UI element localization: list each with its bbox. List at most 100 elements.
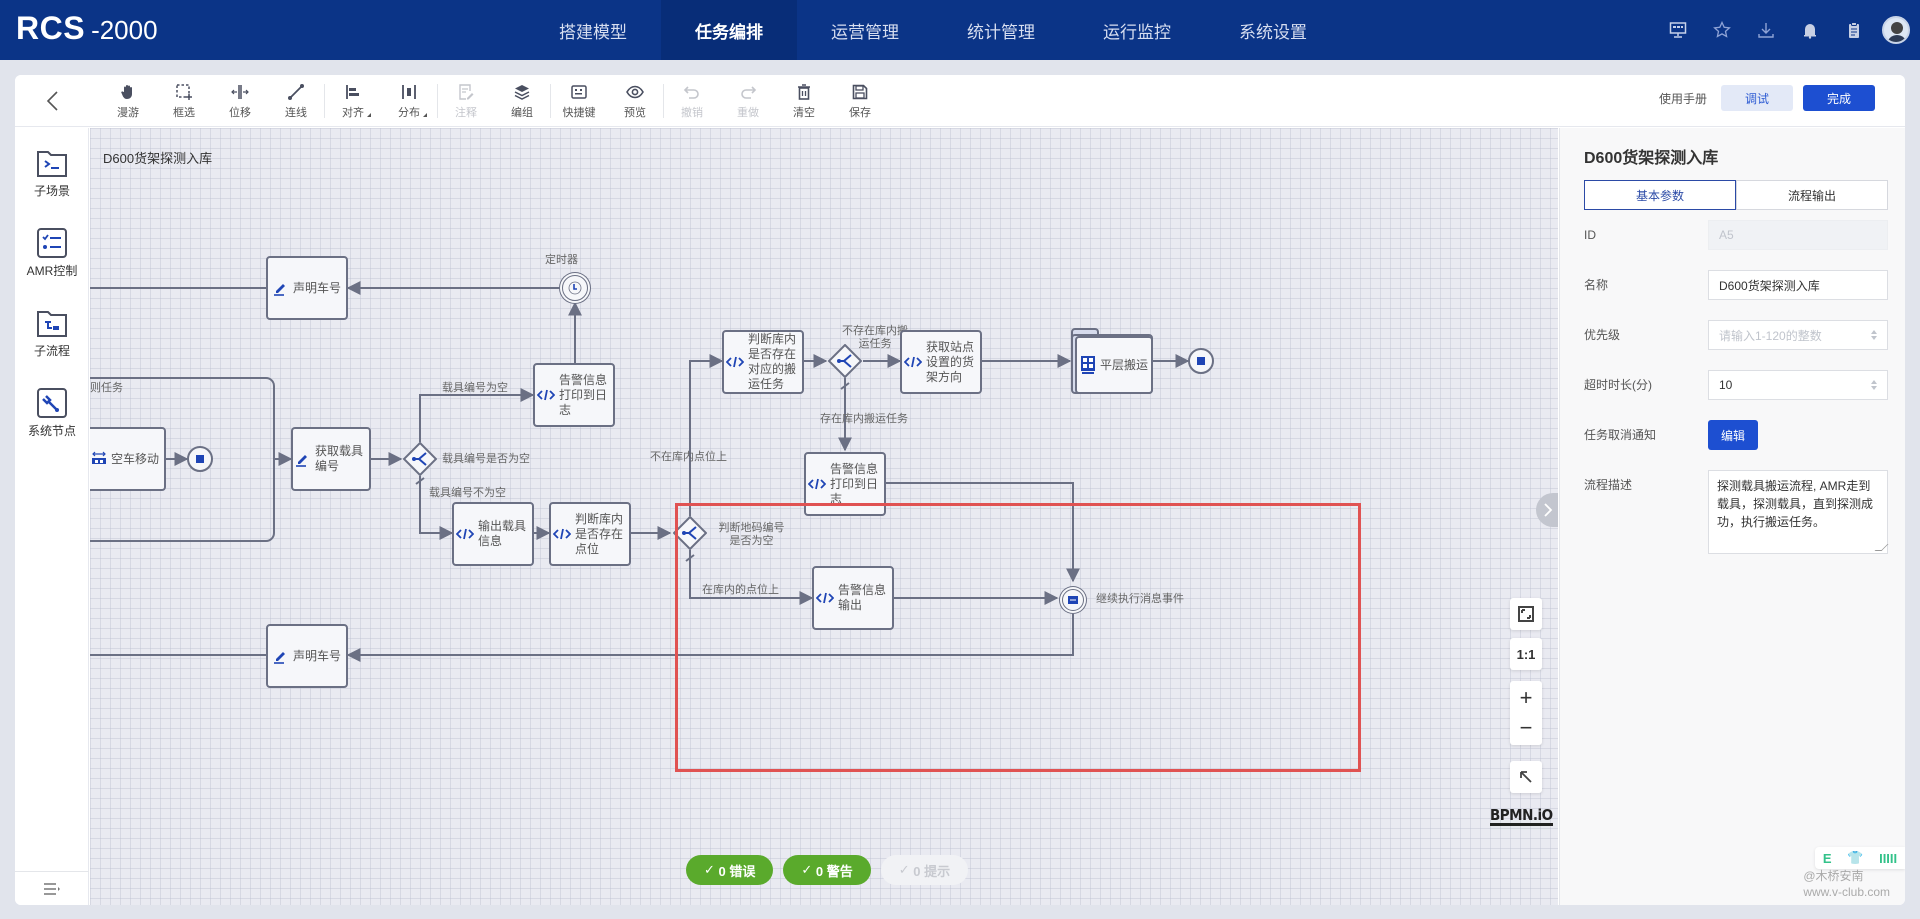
hints-count: 0 提示: [913, 863, 951, 879]
avatar[interactable]: [1882, 16, 1910, 44]
default-flow-marker: [685, 554, 695, 562]
timer-event[interactable]: [562, 275, 588, 301]
message-catch-event[interactable]: [1062, 589, 1084, 611]
gateway-carrier-empty[interactable]: [403, 442, 437, 476]
task-get-carrier-number[interactable]: 获取载具编号: [291, 427, 371, 491]
tool-shortcuts[interactable]: 快捷键: [551, 79, 607, 123]
bpmn-io-logo[interactable]: BPMN.iO: [1490, 806, 1553, 826]
tool-save[interactable]: 保存: [832, 79, 888, 123]
tool-redo[interactable]: 重做: [720, 79, 776, 123]
properties-title: D600货架探测入库: [1584, 150, 1719, 167]
tab-basic-params[interactable]: 基本参数: [1584, 180, 1736, 210]
debug-button[interactable]: 调试: [1721, 85, 1793, 111]
task-judge-transport-task[interactable]: 判断库内是否存在对应的搬运任务: [722, 330, 804, 394]
edge-label-carrier-not-empty: 载具编号不为空: [429, 487, 506, 499]
tool-label: 注释: [455, 106, 477, 119]
nav-item-task-orchestration[interactable]: 任务编排: [661, 0, 797, 60]
keyboard-icon: [571, 84, 587, 99]
palette-label: 子流程: [33, 344, 70, 358]
monitor-icon[interactable]: [1656, 0, 1700, 60]
flow-edge: [689, 550, 814, 605]
field-label: 超时时长(分): [1584, 378, 1652, 392]
user-manual-link[interactable]: 使用手册: [1658, 91, 1707, 106]
tool-clear[interactable]: 清空: [776, 79, 832, 123]
task-alert-output[interactable]: 告警信息输出: [812, 566, 894, 630]
flow-edge: [689, 354, 724, 516]
collapse-button[interactable]: [1510, 761, 1542, 793]
tool-distribute[interactable]: 分布: [381, 79, 437, 123]
priority-placeholder: 请输入1-120的整数: [1719, 328, 1822, 343]
tool-annotation[interactable]: 注释: [438, 79, 494, 123]
nav-item-statistics[interactable]: 统计管理: [967, 22, 1035, 42]
task-judge-point-exists[interactable]: 判断库内是否存在点位: [549, 502, 631, 566]
warnings-badge[interactable]: ✓ 0 警告: [783, 855, 871, 885]
task-alert-log-1[interactable]: 告警信息打印到日志: [533, 363, 615, 427]
tab-process-output[interactable]: 流程输出: [1736, 180, 1888, 210]
properties-collapse-handle[interactable]: [1536, 493, 1558, 527]
check-icon: ✓: [801, 862, 816, 877]
priority-input[interactable]: 请输入1-120的整数: [1708, 320, 1888, 350]
palette-toggle[interactable]: [15, 871, 89, 905]
done-button[interactable]: 完成: [1803, 85, 1875, 111]
tool-space[interactable]: 位移: [212, 79, 268, 123]
palette-item-subprocess[interactable]: 子流程: [15, 308, 89, 359]
back-button[interactable]: [40, 87, 64, 115]
tool-label: 漫游: [117, 106, 139, 119]
download-icon[interactable]: [1744, 0, 1788, 60]
errors-badge[interactable]: ✓ 0 错误: [686, 855, 774, 885]
end-event-subprocess[interactable]: [187, 446, 213, 472]
id-input[interactable]: A5: [1708, 220, 1888, 250]
code-icon: [537, 389, 555, 401]
palette-item-system-node[interactable]: 系统节点: [15, 388, 89, 439]
code-icon: [726, 356, 744, 368]
toolbar-divider: [437, 84, 438, 118]
task-get-shelf-direction[interactable]: 获取站点设置的货架方向: [900, 330, 982, 394]
highlight-box: [675, 503, 1361, 772]
check-icon: ✓: [704, 862, 719, 877]
lasso-select-icon: [176, 83, 192, 100]
task-declare-vehicle-top[interactable]: 声明车号: [266, 256, 348, 320]
reset-zoom-button[interactable]: 1:1: [1510, 638, 1542, 670]
nav-item-monitoring[interactable]: 运行监控: [1103, 22, 1171, 42]
tool-group[interactable]: 编组: [494, 79, 550, 123]
edit-cancel-notify-button[interactable]: 编辑: [1708, 420, 1758, 450]
task-output-carrier-info[interactable]: 输出载具信息: [452, 502, 534, 566]
tool-preview[interactable]: 预览: [607, 79, 663, 123]
description-textarea[interactable]: 探测载具搬运流程, AMR走到载具，探测载具，直到探测成功，执行搬运任务。: [1708, 470, 1888, 554]
star-icon[interactable]: [1700, 0, 1744, 60]
bell-icon[interactable]: [1788, 0, 1832, 60]
palette-item-amr-control[interactable]: AMR控制: [15, 228, 89, 279]
tool-connect[interactable]: 连线: [268, 79, 324, 123]
gateway-transport-task[interactable]: [828, 344, 862, 378]
spinner-arrows-icon[interactable]: [1871, 329, 1877, 341]
zoom-out-button[interactable]: −: [1519, 715, 1533, 740]
subprocess-flat-transport[interactable]: 平层搬运: [1071, 328, 1153, 394]
field-priority: 优先级 请输入1-120的整数: [1584, 320, 1888, 350]
bpmn-canvas[interactable]: D600货架探测入库: [90, 128, 1558, 905]
nav-item-system-settings[interactable]: 系统设置: [1239, 22, 1307, 42]
task-declare-vehicle-bottom[interactable]: 声明车号: [266, 624, 348, 688]
timeout-input[interactable]: 10: [1708, 370, 1888, 400]
gateway-floor-code[interactable]: [673, 516, 707, 550]
zoom-in-button[interactable]: +: [1519, 685, 1533, 710]
fit-viewport-button[interactable]: [1510, 598, 1542, 630]
spinner-arrows-icon[interactable]: [1871, 379, 1877, 391]
app-logo: RCS -2000: [16, 10, 158, 47]
tool-label: 连线: [285, 106, 307, 119]
tool-align[interactable]: 对齐: [325, 79, 381, 123]
tool-undo[interactable]: 撤销: [664, 79, 720, 123]
nav-item-operations[interactable]: 运营管理: [831, 22, 899, 42]
palette-item-sub-scene[interactable]: 子场景: [15, 148, 89, 199]
name-input[interactable]: D600货架探测入库: [1708, 270, 1888, 300]
nav-item-build-model[interactable]: 搭建模型: [559, 22, 627, 42]
task-empty-move[interactable]: 空车移动: [90, 427, 166, 491]
end-event[interactable]: [1188, 348, 1214, 374]
tool-hand[interactable]: 漫游: [100, 79, 156, 123]
align-icon: [346, 84, 359, 99]
arrow-up-left-icon: [1520, 771, 1532, 783]
hints-badge[interactable]: ✓ 0 提示: [880, 855, 969, 885]
timeout-value: 10: [1719, 378, 1733, 392]
clipboard-icon[interactable]: [1832, 0, 1876, 60]
tool-lasso[interactable]: 框选: [156, 79, 212, 123]
tool-label: 保存: [849, 106, 871, 119]
